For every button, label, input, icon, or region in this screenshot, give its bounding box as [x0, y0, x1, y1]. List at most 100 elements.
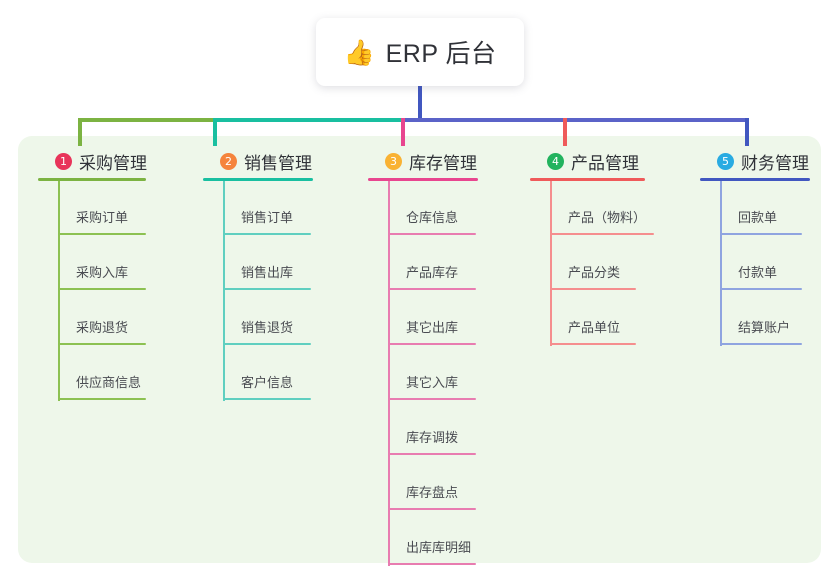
module-item[interactable]: 付款单 [720, 236, 829, 291]
module-item[interactable]: 产品单位 [550, 291, 659, 346]
module-title: 产品管理 [571, 153, 639, 173]
module-item[interactable]: 仓库信息 [388, 181, 497, 236]
module-item-label: 回款单 [738, 210, 778, 225]
module-item[interactable]: 销售订单 [223, 181, 332, 236]
module-item[interactable]: 采购订单 [58, 181, 167, 236]
root-node-card[interactable]: 👍 ERP 后台 [316, 18, 524, 86]
module-item-label: 库存盘点 [406, 485, 459, 500]
module-items-purchasing: 采购订单采购入库采购退货供应商信息 [58, 181, 167, 401]
connector-drop-col-1 [78, 118, 82, 146]
module-item[interactable]: 销售退货 [223, 291, 332, 346]
module-item-underline [223, 343, 311, 345]
module-item-underline [388, 453, 476, 455]
module-item-label: 产品分类 [568, 265, 621, 280]
module-item-label: 结算账户 [738, 320, 791, 335]
module-item-label: 客户信息 [241, 375, 294, 390]
module-item[interactable]: 销售出库 [223, 236, 332, 291]
module-spine [223, 181, 225, 401]
module-item[interactable]: 其它出库 [388, 291, 497, 346]
module-number-badge: 5 [717, 152, 734, 170]
module-item[interactable]: 采购入库 [58, 236, 167, 291]
module-item-underline [223, 288, 311, 290]
module-item-label: 销售出库 [241, 265, 294, 280]
module-number-badge: 1 [55, 152, 72, 170]
module-title: 销售管理 [244, 153, 312, 173]
module-item[interactable]: 回款单 [720, 181, 829, 236]
module-spine [58, 181, 60, 401]
connector-drop-col-3 [401, 118, 405, 146]
module-item[interactable]: 产品（物料） [550, 181, 659, 236]
module-title: 财务管理 [741, 153, 809, 173]
module-item-underline [58, 398, 146, 400]
module-item-underline [388, 343, 476, 345]
module-item-label: 供应商信息 [76, 375, 142, 390]
module-item[interactable]: 产品库存 [388, 236, 497, 291]
module-item-label: 销售订单 [241, 210, 294, 225]
module-spine [388, 181, 390, 566]
root-title: ERP 后台 [385, 40, 497, 68]
module-header-purchasing[interactable]: 1 采购管理 [38, 148, 147, 181]
module-item-underline [550, 343, 636, 345]
connector-root-stem [418, 82, 422, 122]
module-spine [550, 181, 552, 346]
module-item[interactable]: 产品分类 [550, 236, 659, 291]
connector-bus-green [78, 118, 213, 122]
module-item-label: 仓库信息 [406, 210, 459, 225]
module-title: 库存管理 [409, 153, 477, 173]
module-item[interactable]: 出库库明细 [388, 511, 497, 566]
module-item[interactable]: 库存调拨 [388, 401, 497, 456]
module-item-label: 其它入库 [406, 375, 459, 390]
module-item-underline [223, 233, 311, 235]
module-item-underline [58, 233, 146, 235]
module-item-underline [720, 288, 802, 290]
module-item-underline [550, 233, 654, 235]
module-item[interactable]: 采购退货 [58, 291, 167, 346]
module-item-label: 销售退货 [241, 320, 294, 335]
module-item-label: 产品单位 [568, 320, 621, 335]
module-header-underline [38, 178, 146, 181]
module-items-sales: 销售订单销售出库销售退货客户信息 [223, 181, 332, 401]
connector-bus-teal [213, 118, 401, 122]
module-header-inventory[interactable]: 3 库存管理 [368, 148, 478, 181]
module-item-underline [720, 233, 802, 235]
connector-drop-col-4 [563, 118, 567, 146]
module-item-label: 产品（物料） [568, 210, 647, 225]
module-header-underline [203, 178, 313, 181]
module-item-underline [58, 343, 146, 345]
module-item[interactable]: 客户信息 [223, 346, 332, 401]
module-item[interactable]: 其它入库 [388, 346, 497, 401]
module-header-underline [530, 178, 645, 181]
module-header-underline [368, 178, 478, 181]
module-item-underline [388, 508, 476, 510]
module-number-badge: 3 [385, 152, 402, 170]
module-item-label: 采购入库 [76, 265, 129, 280]
modules-panel [18, 136, 821, 563]
module-items-finance: 回款单付款单结算账户 [720, 181, 829, 346]
module-header-finance[interactable]: 5 财务管理 [700, 148, 810, 181]
thumbs-up-icon: 👍 [343, 37, 375, 67]
module-item-underline [550, 288, 636, 290]
module-item[interactable]: 供应商信息 [58, 346, 167, 401]
module-item-underline [388, 398, 476, 400]
connector-drop-col-5 [745, 118, 749, 146]
connector-drop-col-2 [213, 118, 217, 146]
module-item-underline [720, 343, 802, 345]
module-title: 采购管理 [79, 153, 147, 173]
module-items-inventory: 仓库信息产品库存其它出库其它入库库存调拨库存盘点出库库明细 [388, 181, 497, 566]
module-item-label: 采购退货 [76, 320, 129, 335]
module-item-label: 出库库明细 [406, 540, 472, 555]
module-item[interactable]: 结算账户 [720, 291, 829, 346]
connector-bus-blue [401, 118, 745, 122]
module-item-underline [388, 288, 476, 290]
module-item-underline [223, 398, 311, 400]
module-item[interactable]: 库存盘点 [388, 456, 497, 511]
module-item-underline [58, 288, 146, 290]
